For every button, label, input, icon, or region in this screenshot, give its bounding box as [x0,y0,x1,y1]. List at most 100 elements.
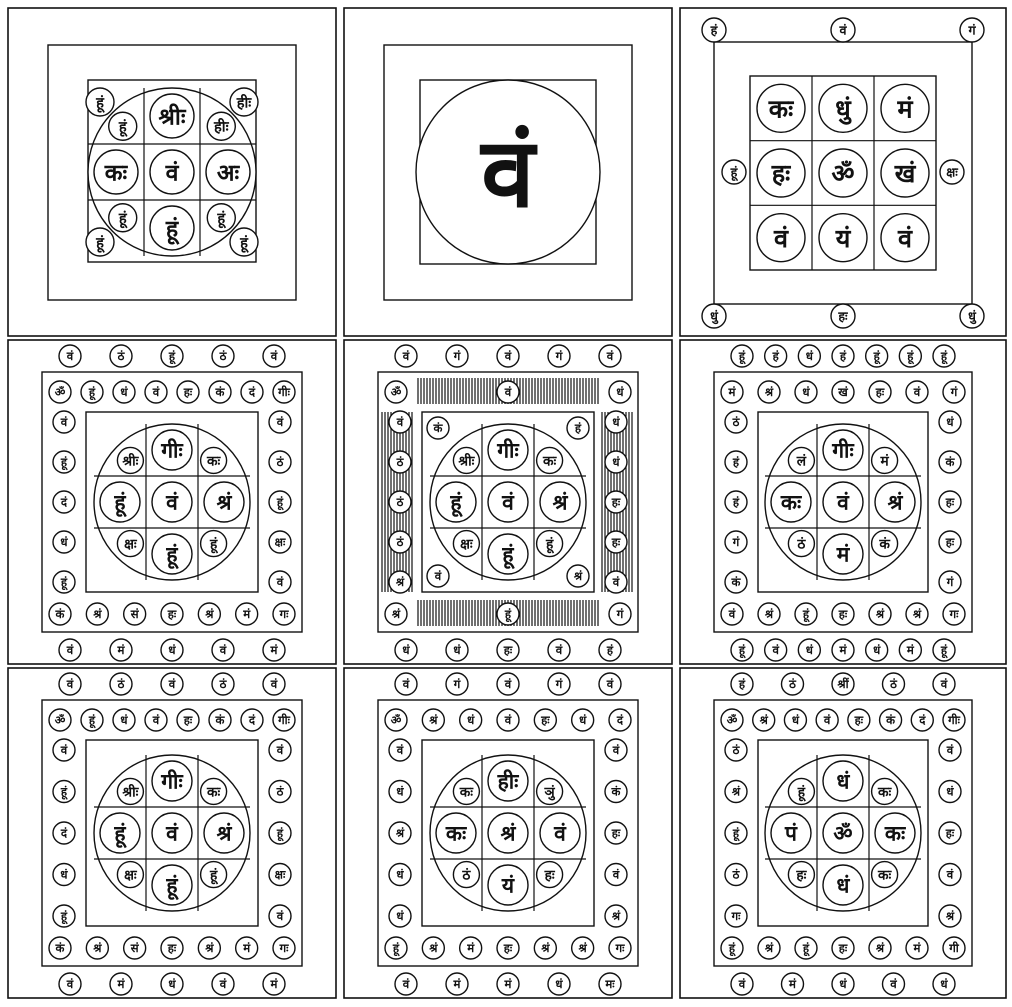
center-grid-seed-text: ञुं [544,784,556,800]
ring-seed-text: धं [467,713,475,727]
ring-seed-text: ठं [396,495,405,509]
border-seed-text: हूं [730,165,739,182]
ring-seed-text: वं [823,713,831,727]
ring-seed-text: हूं [276,495,284,511]
grid-seed-text: ॐ [832,159,855,188]
petal-seed-text: श्रीः [159,102,187,130]
panel-8: वंगंवंगंवंवंमंमंधंमःॐश्रंधंवंहःधंदंहूंश्… [344,668,672,998]
ring-seed-text: ठं [117,349,126,363]
center-grid-seed-text: श्रं [888,491,904,515]
ring-seed-text: ठं [219,677,228,691]
ring-seed-text: धं [120,713,128,727]
ring-seed-text: मः [604,977,615,991]
center-grid-seed-text: कं [878,537,890,553]
ring-seed-text: श्रं [395,826,405,840]
ring-seed-text: वं [612,743,620,757]
ring-seed-text: वं [940,677,948,691]
ring-seed-text: हूं [168,349,176,365]
ring-seed-text: धं [839,977,847,991]
ring-seed-text: हूं [873,349,881,365]
ring-seed-text: ॐ [391,385,402,399]
center-grid-seed-text: वं [553,822,567,846]
ring-seed-text: सं [130,607,140,621]
ring-seed-text: गी [948,941,960,955]
corner-seed-text: हूं [239,234,249,253]
ring-seed-text: हूं [88,385,96,401]
ring-seed-text: गं [616,607,624,621]
ring-seed-text: श्रं [875,607,885,621]
ring-seed-text: श्रं [912,607,922,621]
ring-seed-text: श्रं [92,607,102,621]
diagonal-seed-text: हीः [213,118,230,136]
ring-seed-text: वं [60,415,68,429]
ring-seed-text: हः [838,941,848,955]
ring-seed-text: श्रं [204,941,214,955]
ring-seed-text: मं [728,385,737,399]
diagonal-seed-text: हूं [118,210,128,229]
ring-seed-text: हूं [88,713,96,729]
ring-seed-text: वं [504,677,512,691]
ring-seed-text: हूं [940,643,948,659]
ring-seed-text: धं [940,977,948,991]
grid-seed-text: धुं [835,94,852,125]
center-grid-seed-text: हूं [113,491,127,518]
center-grid-seed-text: ॐ [833,822,852,846]
ring-seed-text: धं [873,643,881,657]
diagonal-seed-text: हूं [118,119,128,138]
ring-seed-text: श्रं [92,941,102,955]
ring-seed-text: गं [555,349,563,363]
border-seed-text: धुं [968,309,977,325]
ring-seed-text: मं [504,977,513,991]
ring-seed-text: हूं [728,941,736,957]
corner-seed-text: कं [433,421,444,435]
ring-seed-text: वं [66,677,74,691]
ring-seed-text: वं [504,385,512,399]
ring-seed-text: हूं [802,941,810,957]
panel-2: वं [344,8,672,336]
border-seed-text: क्षः [946,165,958,180]
ring-seed-text: मं [839,643,848,657]
ring-seed-text: श्रं [578,941,588,955]
ring-seed-text: हः [945,535,955,549]
ring-seed-text: मं [242,607,251,621]
grid-seed-text: वं [773,224,789,253]
center-grid-seed-text: श्रीः [457,452,475,469]
center-grid-seed-text: ठं [461,868,471,884]
border-seed-text: हं [710,23,719,38]
ring-seed-text: हः [167,941,177,955]
grid-seed-text: खं [894,159,917,188]
ring-seed-text: वं [219,643,227,657]
ring-seed-text: वं [612,868,620,882]
ring-seed-text: गः [279,941,290,955]
panel-7: वंठंवंठंवंवंमंधंवंमंॐहूंधंवंहःकंदंगीःकंश… [8,668,336,998]
center-grid-seed-text: वं [165,491,179,515]
ring-seed-text: गः [949,607,960,621]
ring-seed-text: श्रं [395,575,405,589]
ring-seed-text: हः [854,713,864,727]
ring-seed-text: हः [611,495,621,509]
center-grid-seed-text: क्षः [124,868,138,884]
ring-seed-text: हं [738,677,746,691]
ring-seed-text: हः [183,713,193,727]
ring-seed-text: श्रं [428,941,438,955]
ring-seed-text: श्रं [731,785,741,799]
ring-seed-text: वं [402,977,410,991]
center-grid-seed-text: श्रं [217,822,233,846]
ring-seed-text: धं [60,868,68,882]
ring-seed-text: धं [612,455,620,469]
ring-seed-text: गीः [277,713,291,727]
ring-seed-text: मं [913,941,922,955]
center-grid-seed-text: लं [796,453,807,469]
ring-seed-text: श्रं [204,607,214,621]
ring-seed-text: हूं [732,826,740,842]
ring-seed-text: हं [732,455,740,469]
corner-seed-text: हूं [95,94,105,113]
ring-seed-text: मं [270,643,279,657]
center-grid-seed-text: कः [206,453,222,469]
corner-seed-text: हीः [236,93,253,111]
ring-seed-text: मं [906,643,915,657]
ring-seed-text: श्रं [764,385,774,399]
ring-seed-text: वं [738,977,746,991]
petal-seed-text: कः [104,160,129,186]
